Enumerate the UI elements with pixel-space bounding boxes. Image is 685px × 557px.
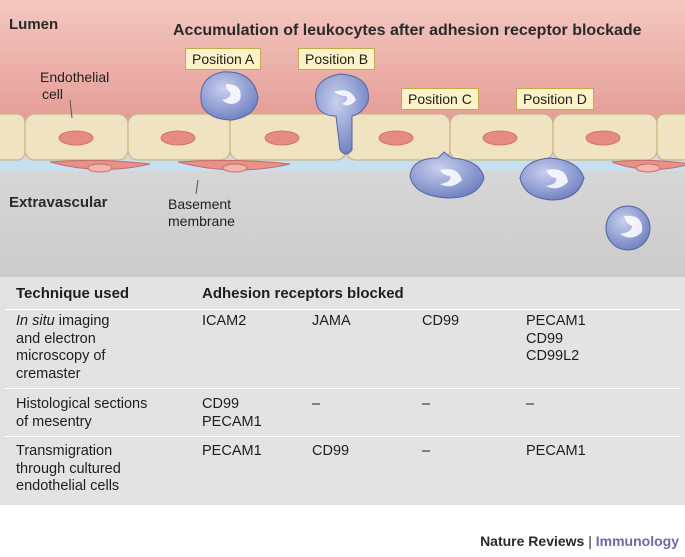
credit-separator: |: [588, 533, 592, 549]
header-technique: Technique used: [16, 285, 130, 302]
position-a-cell: ICAM2: [202, 313, 246, 331]
position-a-cell: PECAM1: [202, 443, 262, 461]
technique-line: microscopy of: [16, 348, 106, 364]
position-c-cell: –: [422, 443, 430, 461]
nucleus: [160, 130, 196, 146]
technique-line: In situ imaging: [16, 313, 110, 331]
vessel-illustration: [0, 0, 685, 277]
leukocyte-extravasated: [605, 205, 651, 251]
receptor-value: CD99: [312, 443, 350, 459]
endothelial-cell: [0, 113, 26, 161]
basement-membrane-label: Basement membrane: [168, 196, 235, 230]
position-c-cell: –: [422, 396, 430, 414]
receptor-value: CD99L2: [526, 348, 580, 364]
header-divider: [5, 309, 680, 310]
basement-label-line: Basement: [168, 196, 232, 212]
diagram-title: Accumulation of leukocytes after adhesio…: [173, 22, 642, 39]
receptor-value: CD99: [422, 313, 460, 329]
leukocyte-position-c: [409, 151, 485, 199]
basement-leader: [195, 179, 199, 195]
journal-name: Immunology: [595, 533, 679, 549]
endothelial-cell-label: Endothelial cell: [40, 69, 109, 103]
row-divider: [5, 388, 680, 389]
basement-label-line: membrane: [168, 213, 235, 229]
leukocyte-position-d: [519, 157, 585, 201]
endothelial-cell: [656, 113, 685, 161]
endothelial-leader: [69, 99, 73, 119]
technique-cell: In situ imaging and electron microscopy …: [16, 313, 110, 383]
receptor-value: –: [422, 443, 431, 459]
position-b-label: Position B: [298, 48, 376, 70]
receptor-value: ICAM2: [202, 313, 247, 329]
header-receptors: Adhesion receptors blocked: [202, 285, 404, 302]
receptor-value: –: [422, 396, 431, 412]
position-a-label: Position A: [185, 48, 262, 70]
endothelial-label-line: cell: [42, 86, 64, 102]
endothelial-label-line: Endothelial: [40, 69, 110, 85]
nucleus: [264, 130, 300, 146]
lumen-label: Lumen: [9, 16, 59, 33]
endothelial-layer: [0, 113, 685, 161]
diagram: Lumen Extravascular Accumulation of leuk…: [0, 0, 685, 277]
leukocyte-position-b: [315, 73, 369, 155]
position-b-cell: JAMA: [312, 313, 351, 331]
nucleus: [585, 130, 621, 146]
position-c-cell: CD99: [422, 313, 459, 331]
technique-rest: imaging: [54, 313, 110, 329]
technique-line: of mesentry: [16, 413, 92, 430]
receptor-value: PECAM1: [202, 443, 262, 459]
position-a-cell: CD99 PECAM1: [202, 396, 262, 431]
receptor-value: –: [312, 396, 321, 412]
journal-credit: Nature Reviews | Immunology: [480, 533, 679, 549]
receptor-value: –: [526, 396, 535, 412]
position-d-cell: PECAM1 CD99 CD99L2: [526, 313, 586, 366]
position-b-cell: CD99: [312, 443, 349, 461]
pericytes: [49, 159, 685, 173]
publisher-name: Nature Reviews: [480, 533, 585, 549]
receptor-value: JAMA: [312, 313, 351, 329]
receptor-value: CD99: [526, 330, 564, 347]
technique-line: and electron: [16, 330, 96, 347]
results-table: Technique used Adhesion receptors blocke…: [0, 277, 685, 505]
leukocyte-position-a: [200, 71, 259, 121]
technique-line: Transmigration: [16, 443, 113, 459]
position-b-cell: –: [312, 396, 320, 414]
row-divider: [5, 436, 680, 437]
technique-line: through cultured: [16, 460, 121, 477]
receptor-value: CD99: [202, 396, 240, 412]
basement-membrane: [0, 160, 685, 171]
technique-line: endothelial cells: [16, 478, 120, 494]
extravascular-label: Extravascular: [9, 194, 108, 211]
position-c-label: Position C: [401, 88, 479, 110]
nucleus: [58, 130, 94, 146]
nucleus: [378, 130, 414, 146]
receptor-value: PECAM1: [526, 313, 586, 329]
technique-cell: Histological sections of mesentry: [16, 396, 147, 431]
position-d-label: Position D: [516, 88, 594, 110]
technique-line: cremaster: [16, 365, 81, 382]
technique-line: Histological sections: [16, 396, 148, 412]
receptor-value: PECAM1: [202, 413, 262, 430]
position-d-cell: –: [526, 396, 534, 414]
receptor-value: PECAM1: [526, 443, 586, 459]
nucleus: [482, 130, 518, 146]
technique-cell: Transmigration through cultured endothel…: [16, 443, 121, 496]
italic-term: In situ: [16, 313, 55, 329]
position-d-cell: PECAM1: [526, 443, 586, 461]
